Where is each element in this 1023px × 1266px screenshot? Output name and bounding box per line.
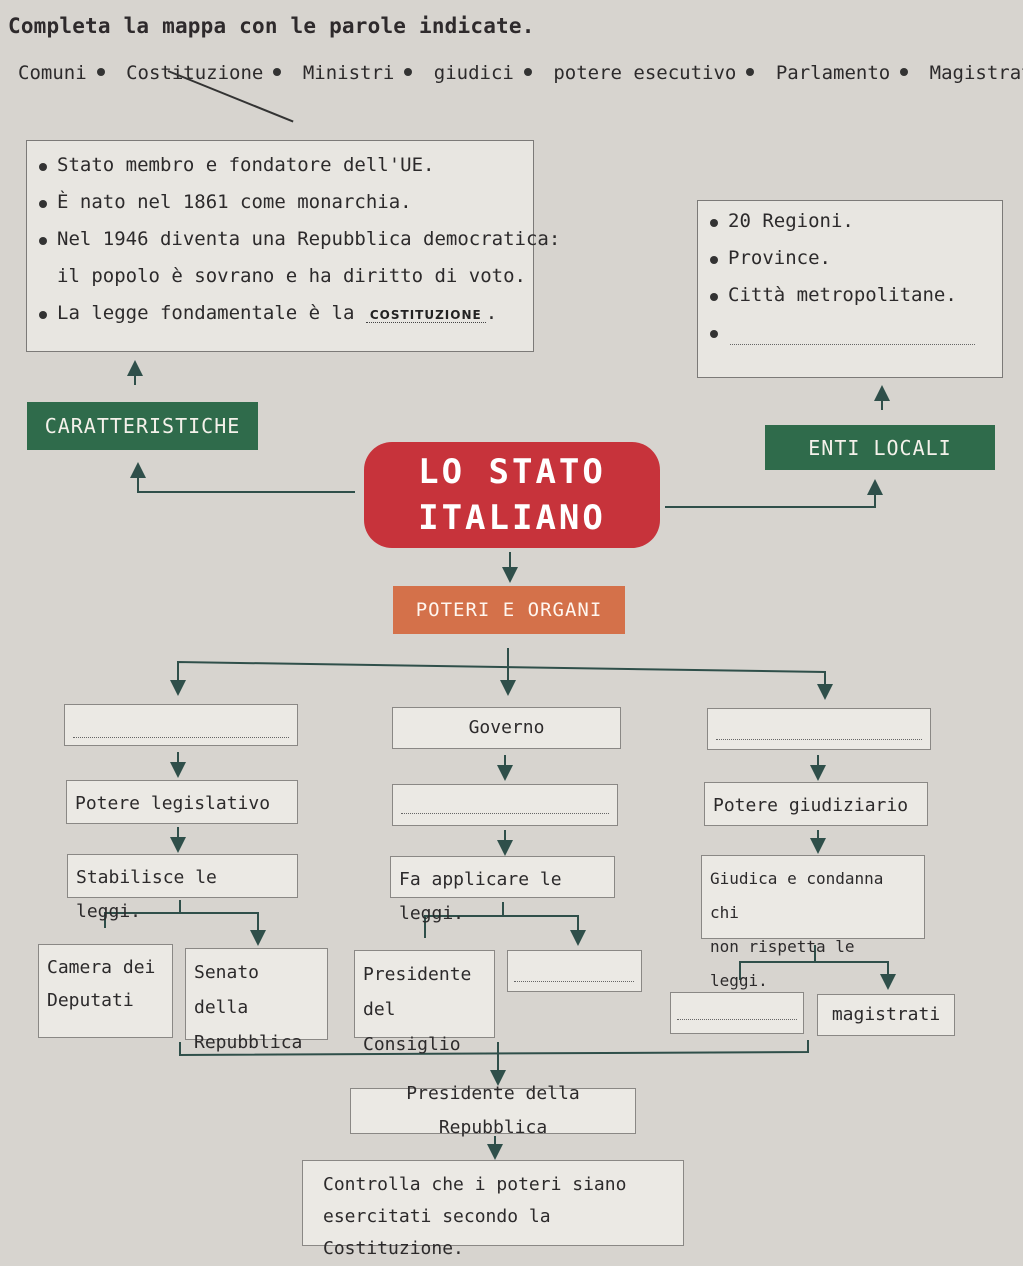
caratteristiche-box: Stato membro e fondatore dell'UE. È nato… (26, 140, 560, 352)
senato-box: Senato della Repubblica (185, 948, 328, 1053)
word-comuni: Comuni (18, 62, 87, 84)
ente-item: 20 Regioni. (710, 203, 992, 240)
poteri-label: POTERI E ORGANI (393, 586, 625, 634)
controlla-box: Controlla che i poteri siano esercitati … (302, 1160, 684, 1259)
answer-costituzione[interactable]: COSTITUZIONE (365, 308, 486, 323)
giudica-box: Giudica e condanna chi non rispetta le l… (701, 855, 925, 990)
word-magistratura: Magistratura (929, 62, 1023, 84)
blank-magistratura[interactable] (716, 739, 922, 740)
governo-box: Governo (392, 707, 621, 749)
blank-ministri[interactable] (514, 981, 634, 982)
caratteristica-item-legge: La legge fondamentale è la COSTITUZIONE. (39, 295, 523, 334)
ministri-box (507, 950, 642, 992)
presidente-consiglio-line-2: del Consiglio (363, 999, 461, 1055)
camera-box: Camera dei Deputati (38, 944, 173, 1038)
word-bank: Comuni Costituzione Ministri giudici pot… (18, 62, 1023, 84)
potere-legislativo-box: Potere legislativo (66, 780, 298, 824)
stato-line-2: ITALIANO (418, 498, 606, 538)
giudici-box (670, 992, 804, 1034)
esecutivo-box (392, 784, 618, 826)
caratteristica-item: il popolo è sovrano e ha diritto di voto… (57, 265, 526, 287)
potere-giudiziario-box: Potere giudiziario (704, 782, 928, 826)
camera-line-1: Camera dei (47, 957, 156, 978)
parlamento-box (64, 704, 298, 746)
word-giudici: giudici (433, 62, 514, 84)
giudica-line-1: Giudica e condanna chi (710, 869, 884, 922)
word-potere-esecutivo: potere esecutivo (553, 62, 737, 84)
magistrati-box: magistrati (817, 994, 955, 1036)
ente-item: Città metropolitane. (710, 277, 992, 314)
presidente-repubblica-box: Presidente della Repubblica (350, 1083, 636, 1138)
controlla-line-2: esercitati secondo la Costituzione. (323, 1206, 551, 1259)
fa-applicare-box: Fa applicare le leggi. (390, 856, 615, 924)
bullet-dot (746, 68, 755, 76)
caratteristica-item: Nel 1946 diventa una Repubblica democrat… (39, 221, 560, 258)
senato-line-2: Repubblica (194, 1032, 303, 1053)
exercise-title: Completa la mappa con le parole indicate… (8, 14, 535, 38)
giudica-line-2: non rispetta le leggi. (710, 937, 855, 990)
magistratura-box (707, 708, 931, 750)
word-costituzione: Costituzione (126, 62, 264, 84)
stabilisce-box: Stabilisce le leggi. (67, 854, 298, 922)
senato-line-1: Senato della (194, 962, 260, 1018)
word-ministri: Ministri (302, 62, 395, 84)
camera-line-2: Deputati (47, 990, 134, 1011)
bullet-dot (96, 68, 105, 76)
legge-text: La legge fondamentale è la (57, 302, 355, 324)
caratteristiche-label: CARATTERISTICHE (27, 402, 258, 450)
presidente-consiglio-line-1: Presidente (363, 964, 472, 985)
stato-line-1: LO STATO (418, 452, 606, 492)
enti-locali-box: 20 Regioni. Province. Città metropolitan… (697, 200, 1003, 378)
caratteristica-item: Stato membro e fondatore dell'UE. (39, 147, 523, 184)
bullet-dot (523, 68, 532, 76)
ente-item: Province. (710, 240, 992, 277)
blank-potere-esecutivo[interactable] (401, 813, 609, 814)
bullet-dot (404, 68, 413, 76)
controlla-line-1: Controlla che i poteri siano (323, 1174, 627, 1195)
blank-giudici[interactable] (677, 1019, 797, 1020)
enti-locali-label: ENTI LOCALI (765, 425, 995, 470)
blank-parlamento[interactable] (73, 737, 289, 738)
stato-italiano-title: LO STATO ITALIANO (364, 442, 660, 548)
blank-comuni[interactable] (730, 344, 975, 345)
caratteristica-item: È nato nel 1861 come monarchia. (39, 184, 523, 221)
word-parlamento: Parlamento (775, 62, 891, 84)
bullet-dot (900, 68, 909, 76)
presidente-consiglio-box: Presidente del Consiglio (354, 950, 495, 1055)
bullet-dot (273, 68, 282, 76)
